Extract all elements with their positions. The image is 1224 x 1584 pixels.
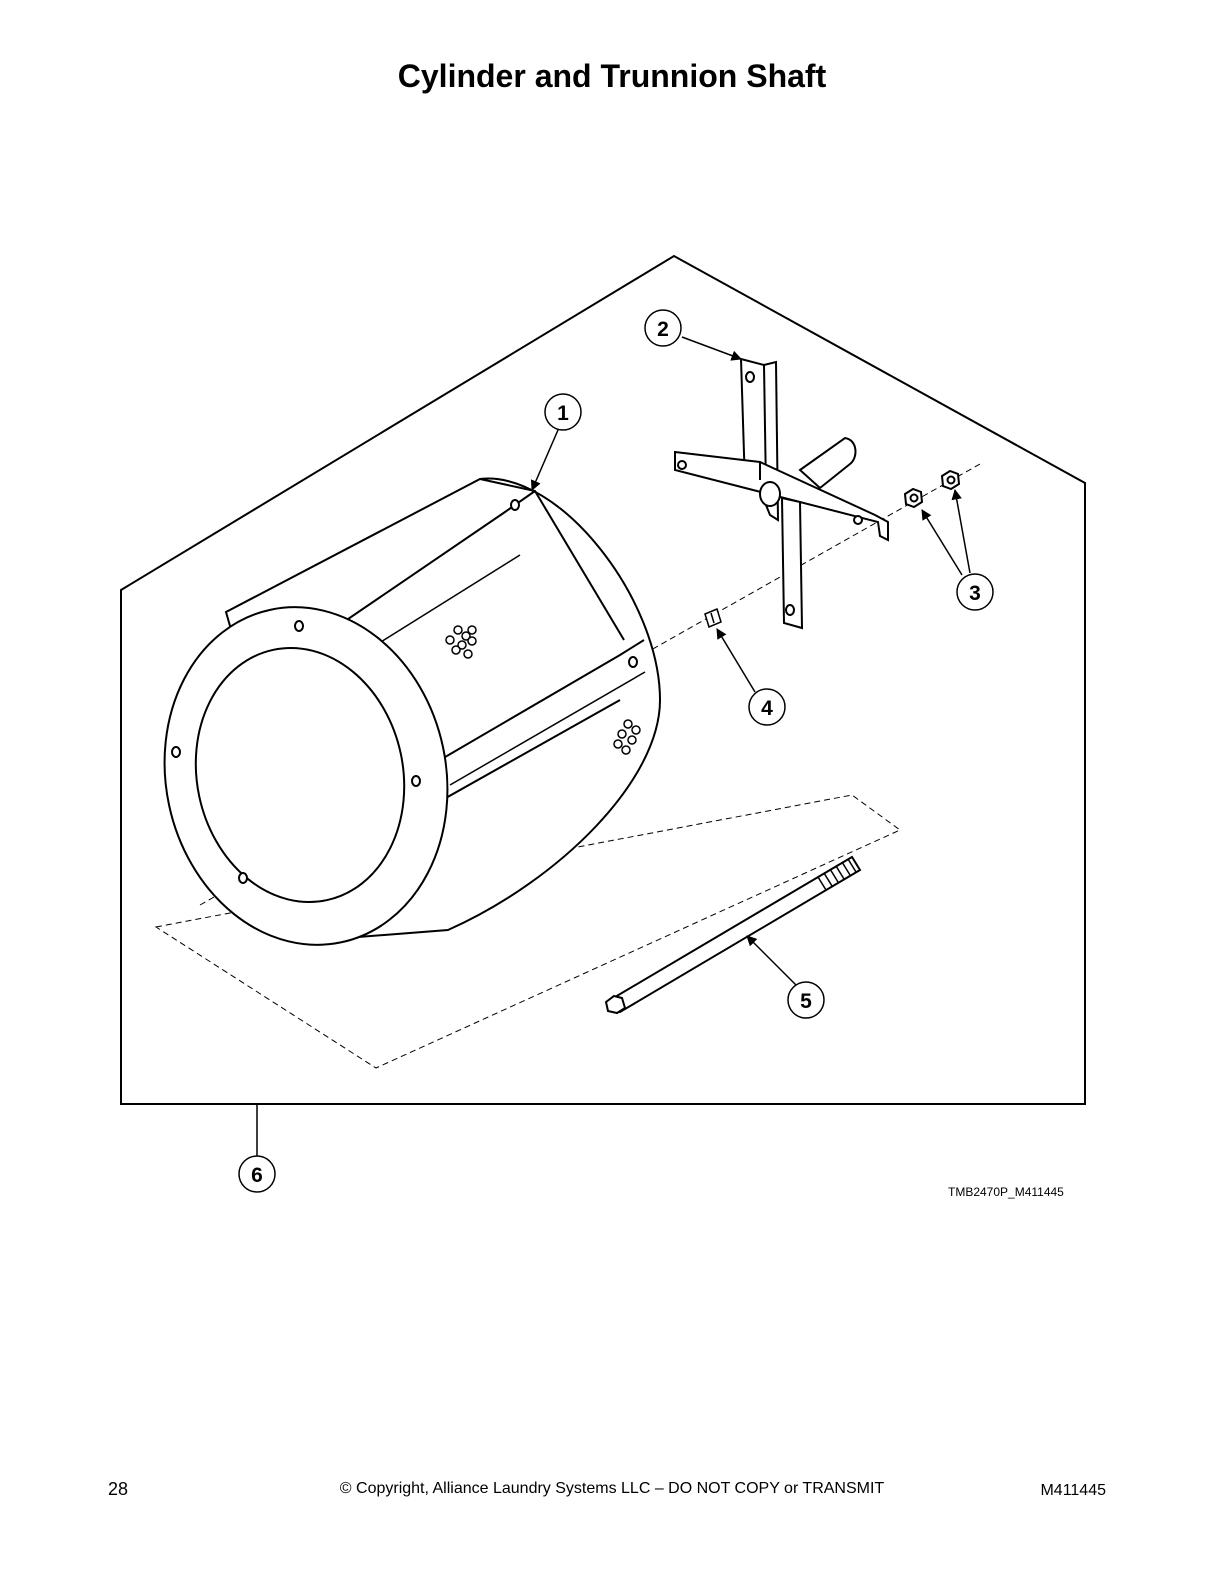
page-title: Cylinder and Trunnion Shaft [397,58,827,94]
callout-5-label: 5 [800,990,812,1013]
callout-1-label: 1 [557,402,569,425]
perforation-cluster [445,625,477,659]
hex-nut [940,469,961,491]
callout-3: 3 [956,573,994,611]
callout-2-label: 2 [657,318,669,341]
callout-6-label: 6 [251,1164,263,1187]
trunnion-shaft [604,855,862,1015]
callout-3-label: 3 [969,582,981,605]
page-number: 28 [108,1479,129,1499]
copyright-notice: © Copyright, Alliance Laundry Systems LL… [339,1480,885,1497]
callout-6: 6 [238,1155,276,1193]
key [704,607,722,629]
hex-nut [903,487,924,509]
cylinder [163,477,662,946]
document-number: M411445 [1040,1482,1106,1499]
callout-5: 5 [787,981,825,1019]
callout-leaders [256,336,971,1157]
callout-4-label: 4 [761,697,773,720]
figure-id: TMB2470P_M411445 [948,1185,1064,1199]
assembly-outline [120,254,1086,1105]
callout-2: 2 [644,309,682,347]
callout-4: 4 [748,688,786,726]
trunnion-spider [674,357,889,630]
callout-1: 1 [544,393,582,431]
shaft-dashed-box [154,794,901,1069]
perforation-cluster [613,719,641,755]
